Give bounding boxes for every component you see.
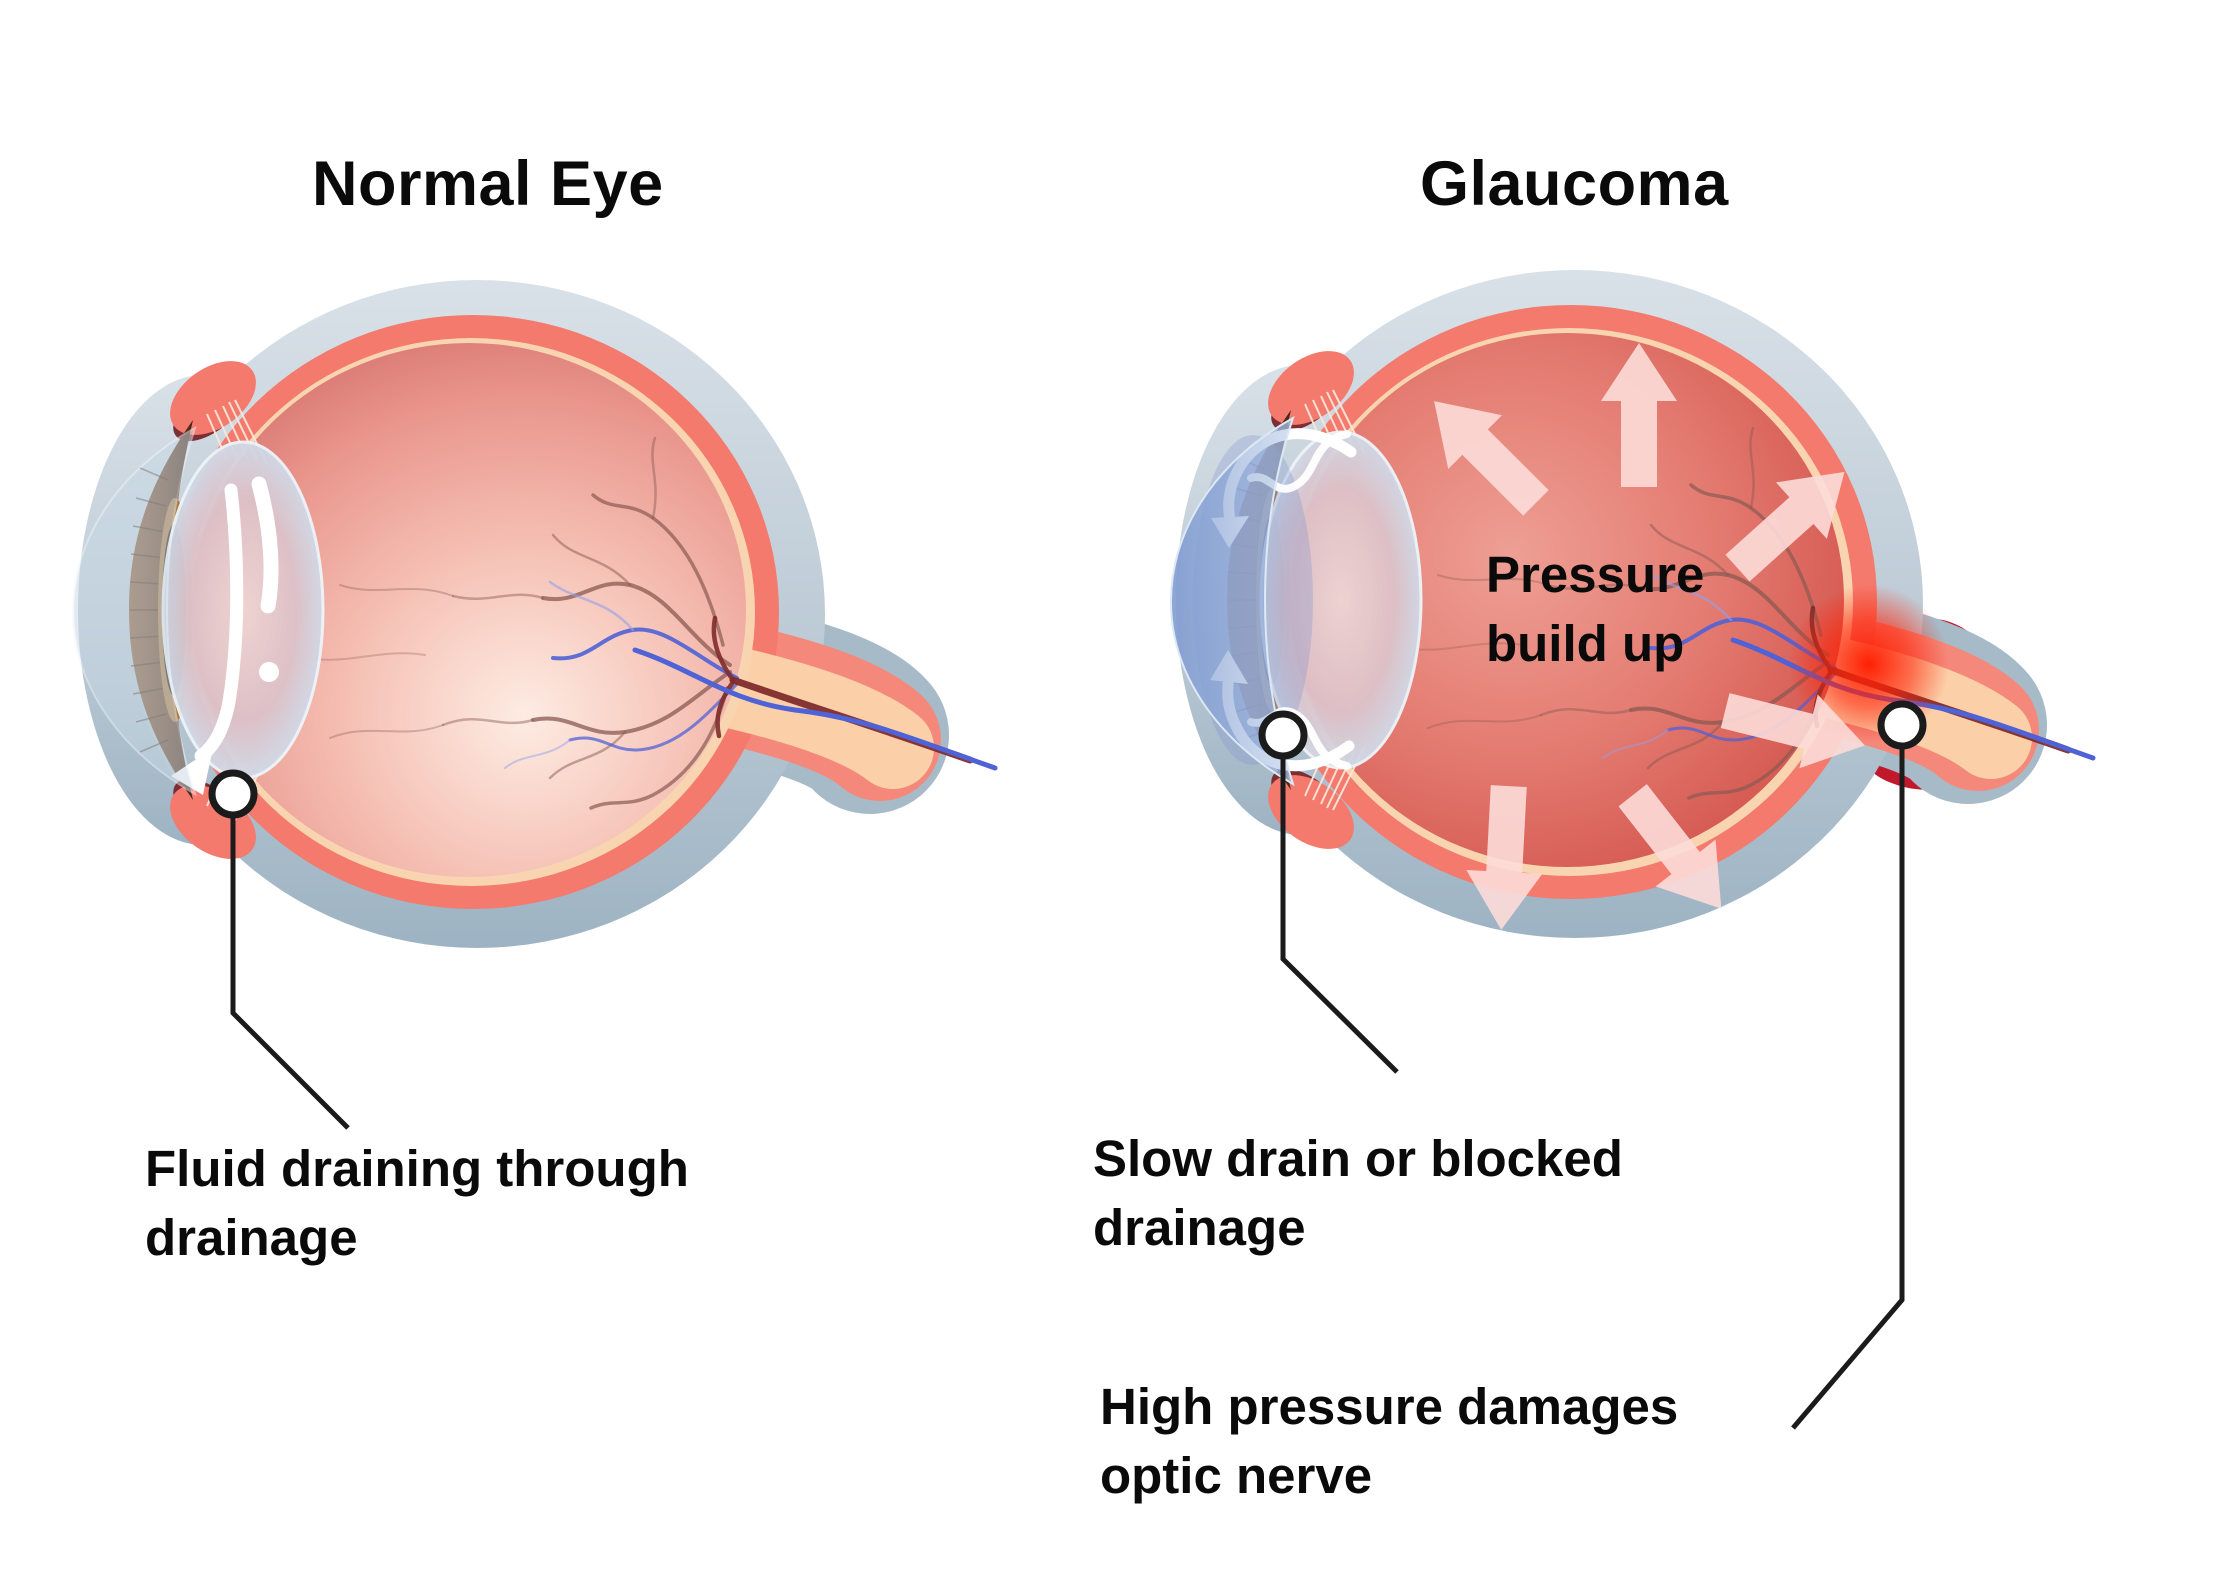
label-pressure-line2: build up bbox=[1486, 615, 1685, 673]
label-slow-line1: Slow drain or blocked bbox=[1093, 1130, 1623, 1187]
label-slow-drain: Slow drain or blocked drainage bbox=[1093, 1124, 1623, 1263]
callout-line-blocked-drain bbox=[1280, 757, 1399, 1074]
callout-line-fluid-drain bbox=[230, 816, 350, 1130]
label-fluid-draining: Fluid draining through drainage bbox=[145, 1134, 689, 1273]
callout-marker-optic-nerve bbox=[1877, 700, 1927, 750]
title-glaucoma: Glaucoma bbox=[1420, 149, 1729, 219]
title-normal-eye: Normal Eye bbox=[312, 149, 664, 219]
callout-marker-fluid-drain bbox=[208, 769, 258, 819]
label-high-line2: optic nerve bbox=[1100, 1447, 1373, 1505]
label-fluid-line1: Fluid draining through bbox=[145, 1140, 689, 1197]
callout-line-optic-nerve bbox=[1791, 747, 1905, 1430]
label-pressure-line1: Pressure bbox=[1486, 546, 1705, 603]
label-pressure-build-up: Pressure build up bbox=[1486, 540, 1704, 679]
glaucoma-eye-illustration bbox=[1170, 270, 2093, 938]
normal-eye-illustration bbox=[72, 280, 995, 948]
label-high-pressure: High pressure damages optic nerve bbox=[1100, 1372, 1678, 1511]
label-slow-line2: drainage bbox=[1093, 1199, 1306, 1257]
label-fluid-line2: drainage bbox=[145, 1209, 358, 1267]
fluid-drain-arrow-icon bbox=[171, 483, 244, 795]
lens-highlight bbox=[251, 476, 279, 682]
callout-marker-blocked-drain bbox=[1258, 710, 1308, 760]
callouts bbox=[208, 700, 1927, 1430]
label-high-line1: High pressure damages bbox=[1100, 1378, 1679, 1435]
